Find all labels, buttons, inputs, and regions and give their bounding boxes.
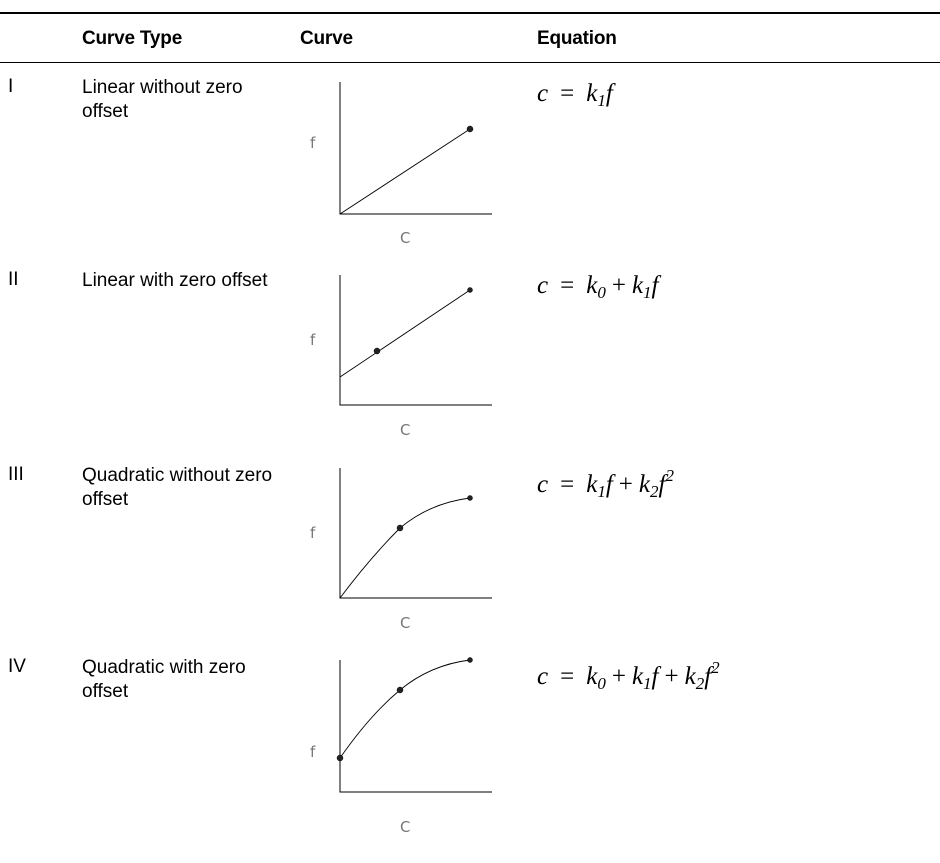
x-axis-label: C [400, 421, 410, 439]
y-axis-label: f [310, 524, 316, 542]
top-rule [0, 12, 940, 14]
data-point [467, 657, 473, 663]
axes [339, 468, 492, 599]
row-equation: c=k0+k1f [537, 272, 659, 302]
data-point [466, 125, 474, 133]
data-point [373, 347, 381, 355]
header-curve: Curve [300, 28, 353, 49]
data-point [396, 524, 404, 532]
data-point [336, 754, 344, 762]
row-equation: c=k0+k1f+k2f2 [537, 658, 720, 693]
y-axis-label: f [310, 743, 316, 761]
axes [339, 275, 492, 406]
row-number: III [8, 464, 24, 485]
row-curve-type: Linear with zero offset [82, 270, 268, 291]
curve-line [339, 497, 471, 599]
axes [339, 660, 492, 793]
curve-linear-offset: f C [310, 275, 492, 439]
curve-line [339, 659, 471, 759]
data-point [467, 287, 473, 293]
row-equation: c=k1f [537, 80, 613, 110]
curve-quadratic-offset: f C [310, 657, 492, 836]
header-rule [0, 62, 940, 63]
x-axis-label: C [400, 818, 410, 836]
curve-quadratic: f C [310, 468, 492, 632]
row-number: II [8, 269, 19, 290]
row-curve-type: Linear without zero offset [82, 77, 243, 122]
curve-line [339, 128, 471, 215]
row-curve-type: Quadratic with zero offset [82, 657, 246, 702]
header-curve-type: Curve Type [82, 28, 183, 49]
row-equation: c=k1f+k2f2 [537, 466, 674, 501]
x-axis-label: C [400, 614, 410, 632]
y-axis-label: f [310, 134, 316, 152]
row-number: IV [8, 656, 26, 677]
data-point [396, 686, 404, 694]
header-equation: Equation [537, 28, 617, 49]
x-axis-label: C [400, 229, 410, 247]
y-axis-label: f [310, 331, 316, 349]
data-point [467, 495, 473, 501]
row-curve-type: Quadratic without zero offset [82, 465, 273, 510]
axes [339, 82, 492, 215]
curve-linear: f C [310, 82, 492, 247]
row-number: I [8, 76, 14, 97]
curve-line [339, 289, 471, 378]
